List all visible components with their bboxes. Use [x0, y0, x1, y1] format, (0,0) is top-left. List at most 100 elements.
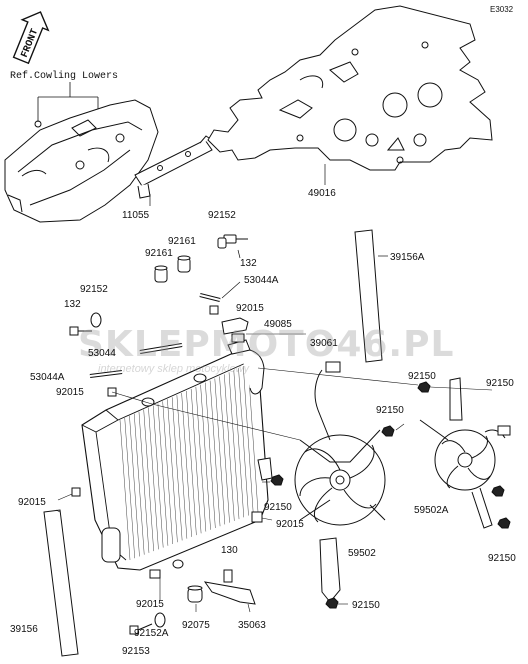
ref-cowling-label: Ref.Cowling Lowers	[10, 70, 118, 82]
callout-39061: 39061	[310, 338, 338, 349]
foam-strip-39156	[43, 509, 79, 657]
callout-49085: 49085	[264, 319, 292, 330]
radiator-fin-line	[219, 376, 230, 523]
callout-92153: 92153	[122, 646, 150, 657]
radiator-fin-line	[224, 374, 235, 521]
ref-bracket	[37, 82, 99, 122]
radiator-fin-line	[233, 370, 245, 518]
callout-92150-a: 92150	[408, 371, 436, 382]
bolt-92150-c	[381, 425, 395, 437]
radiator-fin-line	[138, 411, 150, 553]
collar-92152-top	[217, 237, 227, 249]
radiator-fin-line	[181, 393, 192, 537]
radiator-fin-line	[143, 409, 154, 552]
radiator-fin-line	[209, 380, 221, 527]
front-arrow-icon: FRONT	[12, 11, 50, 65]
callout-92150-f: 92150	[352, 600, 380, 611]
callout-92015-mid: 92015	[18, 497, 46, 508]
watermark-sub: internetowy sklep motocyklowy	[98, 363, 251, 375]
callout-92152-top: 92152	[208, 210, 236, 221]
radiator-fin-line	[186, 390, 197, 536]
radiator-fin-line	[195, 386, 207, 532]
cowling-inner-panel	[4, 99, 159, 223]
bolt-132-left	[69, 326, 92, 336]
watermark-main: SKLEPMOTO46.PL	[78, 324, 454, 365]
diagram-code: E3032	[490, 5, 514, 14]
watermark: SKLEPMOTO46.PL internetowy sklep motocyk…	[78, 324, 454, 375]
nut-92150-a	[417, 381, 431, 393]
callout-53044a-left: 53044A	[30, 372, 65, 383]
callout-92150-e: 92150	[488, 553, 516, 564]
callout-92161-a: 92161	[168, 236, 196, 247]
bolt-130	[223, 569, 233, 583]
bolt-92150-d	[270, 474, 284, 486]
radiator-fin-line	[200, 384, 211, 530]
callout-49016: 49016	[308, 188, 336, 199]
reference-lines	[55, 333, 493, 613]
callout-132-top: 132	[240, 258, 257, 269]
callout-53044a-top: 53044A	[244, 275, 279, 286]
callout-92015-right: 92015	[276, 519, 304, 530]
radiator-fin-line	[167, 399, 178, 543]
bracket-35063	[203, 581, 256, 605]
bolt-92150-f	[325, 597, 339, 609]
bracket-11055	[134, 135, 213, 199]
rod-53044	[139, 343, 183, 354]
callout-92161-b: 92161	[145, 248, 173, 259]
radiator-fin-line	[119, 419, 131, 561]
radiator-fin-line	[152, 405, 164, 548]
callout-92015-top: 92015	[236, 303, 264, 314]
callout-130: 130	[221, 545, 238, 556]
grommet-92161-a	[154, 265, 168, 283]
callout-39156a: 39156A	[390, 252, 425, 263]
callout-92152-left: 92152	[80, 284, 108, 295]
washer-92152a	[154, 612, 166, 628]
callout-132-left: 132	[64, 299, 81, 310]
rod-53044a-left	[89, 370, 123, 378]
radiator-fin-line	[124, 417, 135, 559]
radiator-fin-line	[205, 382, 216, 529]
callout-59502a: 59502A	[414, 505, 449, 516]
callout-11055: 11055	[122, 210, 150, 221]
callout-35063: 35063	[238, 620, 266, 631]
callout-92150-b: 92150	[486, 378, 514, 389]
radiator-assembly	[71, 333, 273, 579]
radiator-fin-line	[243, 366, 254, 514]
callout-39156: 39156	[10, 624, 38, 635]
callout-92075: 92075	[182, 620, 210, 631]
radiator-fin-line	[171, 397, 183, 541]
radiator-fin-line	[228, 372, 240, 520]
nut-92150-b	[491, 485, 505, 497]
radiator-fin-line	[133, 413, 145, 555]
radiator-fin-line	[162, 401, 173, 545]
callout-92015-left: 92015	[56, 387, 84, 398]
callout-59502: 59502	[348, 548, 376, 559]
grommet-92161-b	[177, 255, 191, 273]
grommet-92075	[187, 585, 203, 603]
callout-92150-c: 92150	[376, 405, 404, 416]
callout-92150-d: 92150	[264, 502, 292, 513]
bolt-92150-e	[497, 517, 511, 529]
cap-49085	[221, 317, 249, 335]
radiator-fin-line	[148, 407, 159, 550]
radiator-fins	[119, 363, 259, 561]
rod-53044a-top	[199, 293, 221, 302]
radiator-fin-line	[129, 415, 140, 557]
callout-53044: 53044	[88, 348, 116, 359]
radiator-fin-line	[176, 395, 188, 539]
radiator-fin-line	[214, 378, 226, 525]
leader-132-top	[237, 249, 241, 259]
callout-92015-bottom: 92015	[136, 599, 164, 610]
bolt-132-top	[223, 234, 248, 244]
fan-59502	[294, 361, 386, 603]
radiator-fin-line	[190, 388, 202, 534]
bolt-92153	[129, 623, 153, 635]
foam-strip-39156a	[354, 229, 383, 363]
leader-53044a-top	[221, 281, 241, 299]
upper-cover-plate	[207, 5, 493, 171]
callout-92152a: 92152A	[134, 628, 169, 639]
radiator-fin-line	[157, 403, 169, 546]
clip-92015-top	[209, 305, 219, 315]
radiator-fin-line	[238, 368, 249, 516]
